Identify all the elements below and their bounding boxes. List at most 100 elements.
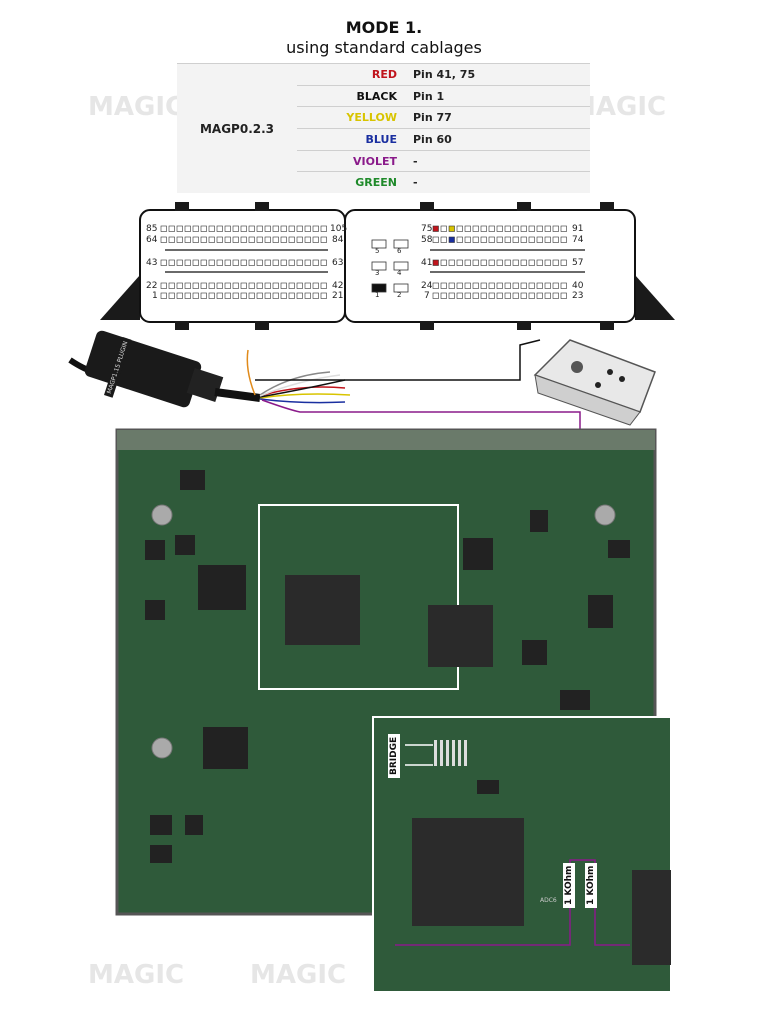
power-pin-label: 4 <box>397 269 402 277</box>
connector-pin <box>168 259 175 266</box>
connector-pin <box>320 259 327 266</box>
resistor-label-1: 1 KOhm <box>563 862 575 908</box>
connector-pin <box>200 225 207 232</box>
connector-pin <box>472 225 479 232</box>
connector-pin <box>512 225 519 232</box>
mount-hole <box>151 737 173 759</box>
connector-pin <box>208 292 215 299</box>
connector-pin <box>304 225 311 232</box>
watermark: MAGIC <box>250 960 347 990</box>
pin-table-row: VIOLET- <box>177 149 590 172</box>
connector-pin <box>192 225 199 232</box>
connector-pin <box>208 236 215 243</box>
connector-pin <box>288 282 295 289</box>
connector-pin <box>288 292 295 299</box>
connector-pin <box>248 236 255 243</box>
connector-pin <box>200 282 207 289</box>
connector-pin <box>544 282 551 289</box>
connector-pin <box>552 236 559 243</box>
connector-pin <box>488 236 495 243</box>
connector-pin <box>168 292 175 299</box>
connector-pin <box>184 259 191 266</box>
connector-pin <box>560 259 567 266</box>
connector-pin <box>304 236 311 243</box>
conn-label: 91 <box>572 224 584 234</box>
connector-pin <box>560 236 567 243</box>
wire-color-name: VIOLET <box>297 149 413 172</box>
connector-pin <box>448 282 455 289</box>
wire-color-name: RED <box>297 63 413 86</box>
connector-pin <box>496 292 503 299</box>
pcb-components <box>145 470 630 863</box>
connector-pin <box>560 292 567 299</box>
pin-assignment: Pin 60 <box>413 128 590 151</box>
connector-pin <box>536 225 543 232</box>
connector-pin <box>304 259 311 266</box>
connector-pin <box>520 225 527 232</box>
connector-pin <box>296 292 303 299</box>
connector-pin <box>432 282 439 289</box>
connector-pin <box>208 225 215 232</box>
power-pin <box>371 239 387 249</box>
connector-pin <box>520 282 527 289</box>
connector-pin <box>456 292 463 299</box>
connector-pin <box>552 282 559 289</box>
pin-assignment: - <box>413 149 590 172</box>
connector-pin <box>208 259 215 266</box>
connector-pin <box>240 292 247 299</box>
connector-pin <box>504 259 511 266</box>
connector-pin <box>440 236 447 243</box>
connector-pin <box>496 236 503 243</box>
power-pin <box>393 261 409 271</box>
connector-pin <box>192 292 199 299</box>
conn-label: 74 <box>572 235 584 245</box>
connector-pin <box>192 236 199 243</box>
connector-pin <box>464 236 471 243</box>
connector-pin <box>536 282 543 289</box>
connector-pin <box>552 259 559 266</box>
connector-pin <box>272 259 279 266</box>
connector-pin <box>296 225 303 232</box>
connector-pin <box>480 236 487 243</box>
connector-pin <box>160 282 167 289</box>
connector-pin <box>320 236 327 243</box>
mode-subtitle: using standard cablages <box>286 38 482 57</box>
model-cell: MAGP0.2.3 <box>177 63 297 194</box>
mode-title: MODE 1. <box>345 18 423 37</box>
pin-table-row: GREEN- <box>177 171 590 194</box>
connector-pin <box>256 292 263 299</box>
connector-pin <box>448 236 455 243</box>
connector-pin <box>480 225 487 232</box>
connector-pin <box>264 282 271 289</box>
connector-pin <box>440 282 447 289</box>
pin-assignment: Pin 1 <box>413 84 590 107</box>
conn-label: 23 <box>572 291 584 301</box>
connector-pin <box>280 282 287 289</box>
connector-pin <box>448 292 455 299</box>
connector-pin <box>224 259 231 266</box>
connector-pin <box>312 292 319 299</box>
conn-label: 64 <box>146 235 158 245</box>
connector-pin <box>176 292 183 299</box>
pin-assignment: - <box>413 171 590 194</box>
connector-left-wing <box>100 275 140 320</box>
connector-pin <box>160 236 167 243</box>
wire-color-name: BLACK <box>297 84 413 107</box>
connector-pin <box>256 259 263 266</box>
power-pin <box>393 239 409 249</box>
connector-pin <box>560 282 567 289</box>
connector-pin <box>456 282 463 289</box>
connector-pin <box>528 292 535 299</box>
connector-pin <box>544 259 551 266</box>
connector-pin <box>176 225 183 232</box>
connector-pin <box>168 225 175 232</box>
connector-pin <box>264 292 271 299</box>
connector-pin <box>536 236 543 243</box>
connector-pin <box>240 236 247 243</box>
connector-pin <box>264 236 271 243</box>
connector-pin <box>168 236 175 243</box>
connector-pin <box>232 259 239 266</box>
watermark: MAGIC <box>88 960 185 990</box>
connector-pin <box>456 259 463 266</box>
connector-pin <box>184 236 191 243</box>
